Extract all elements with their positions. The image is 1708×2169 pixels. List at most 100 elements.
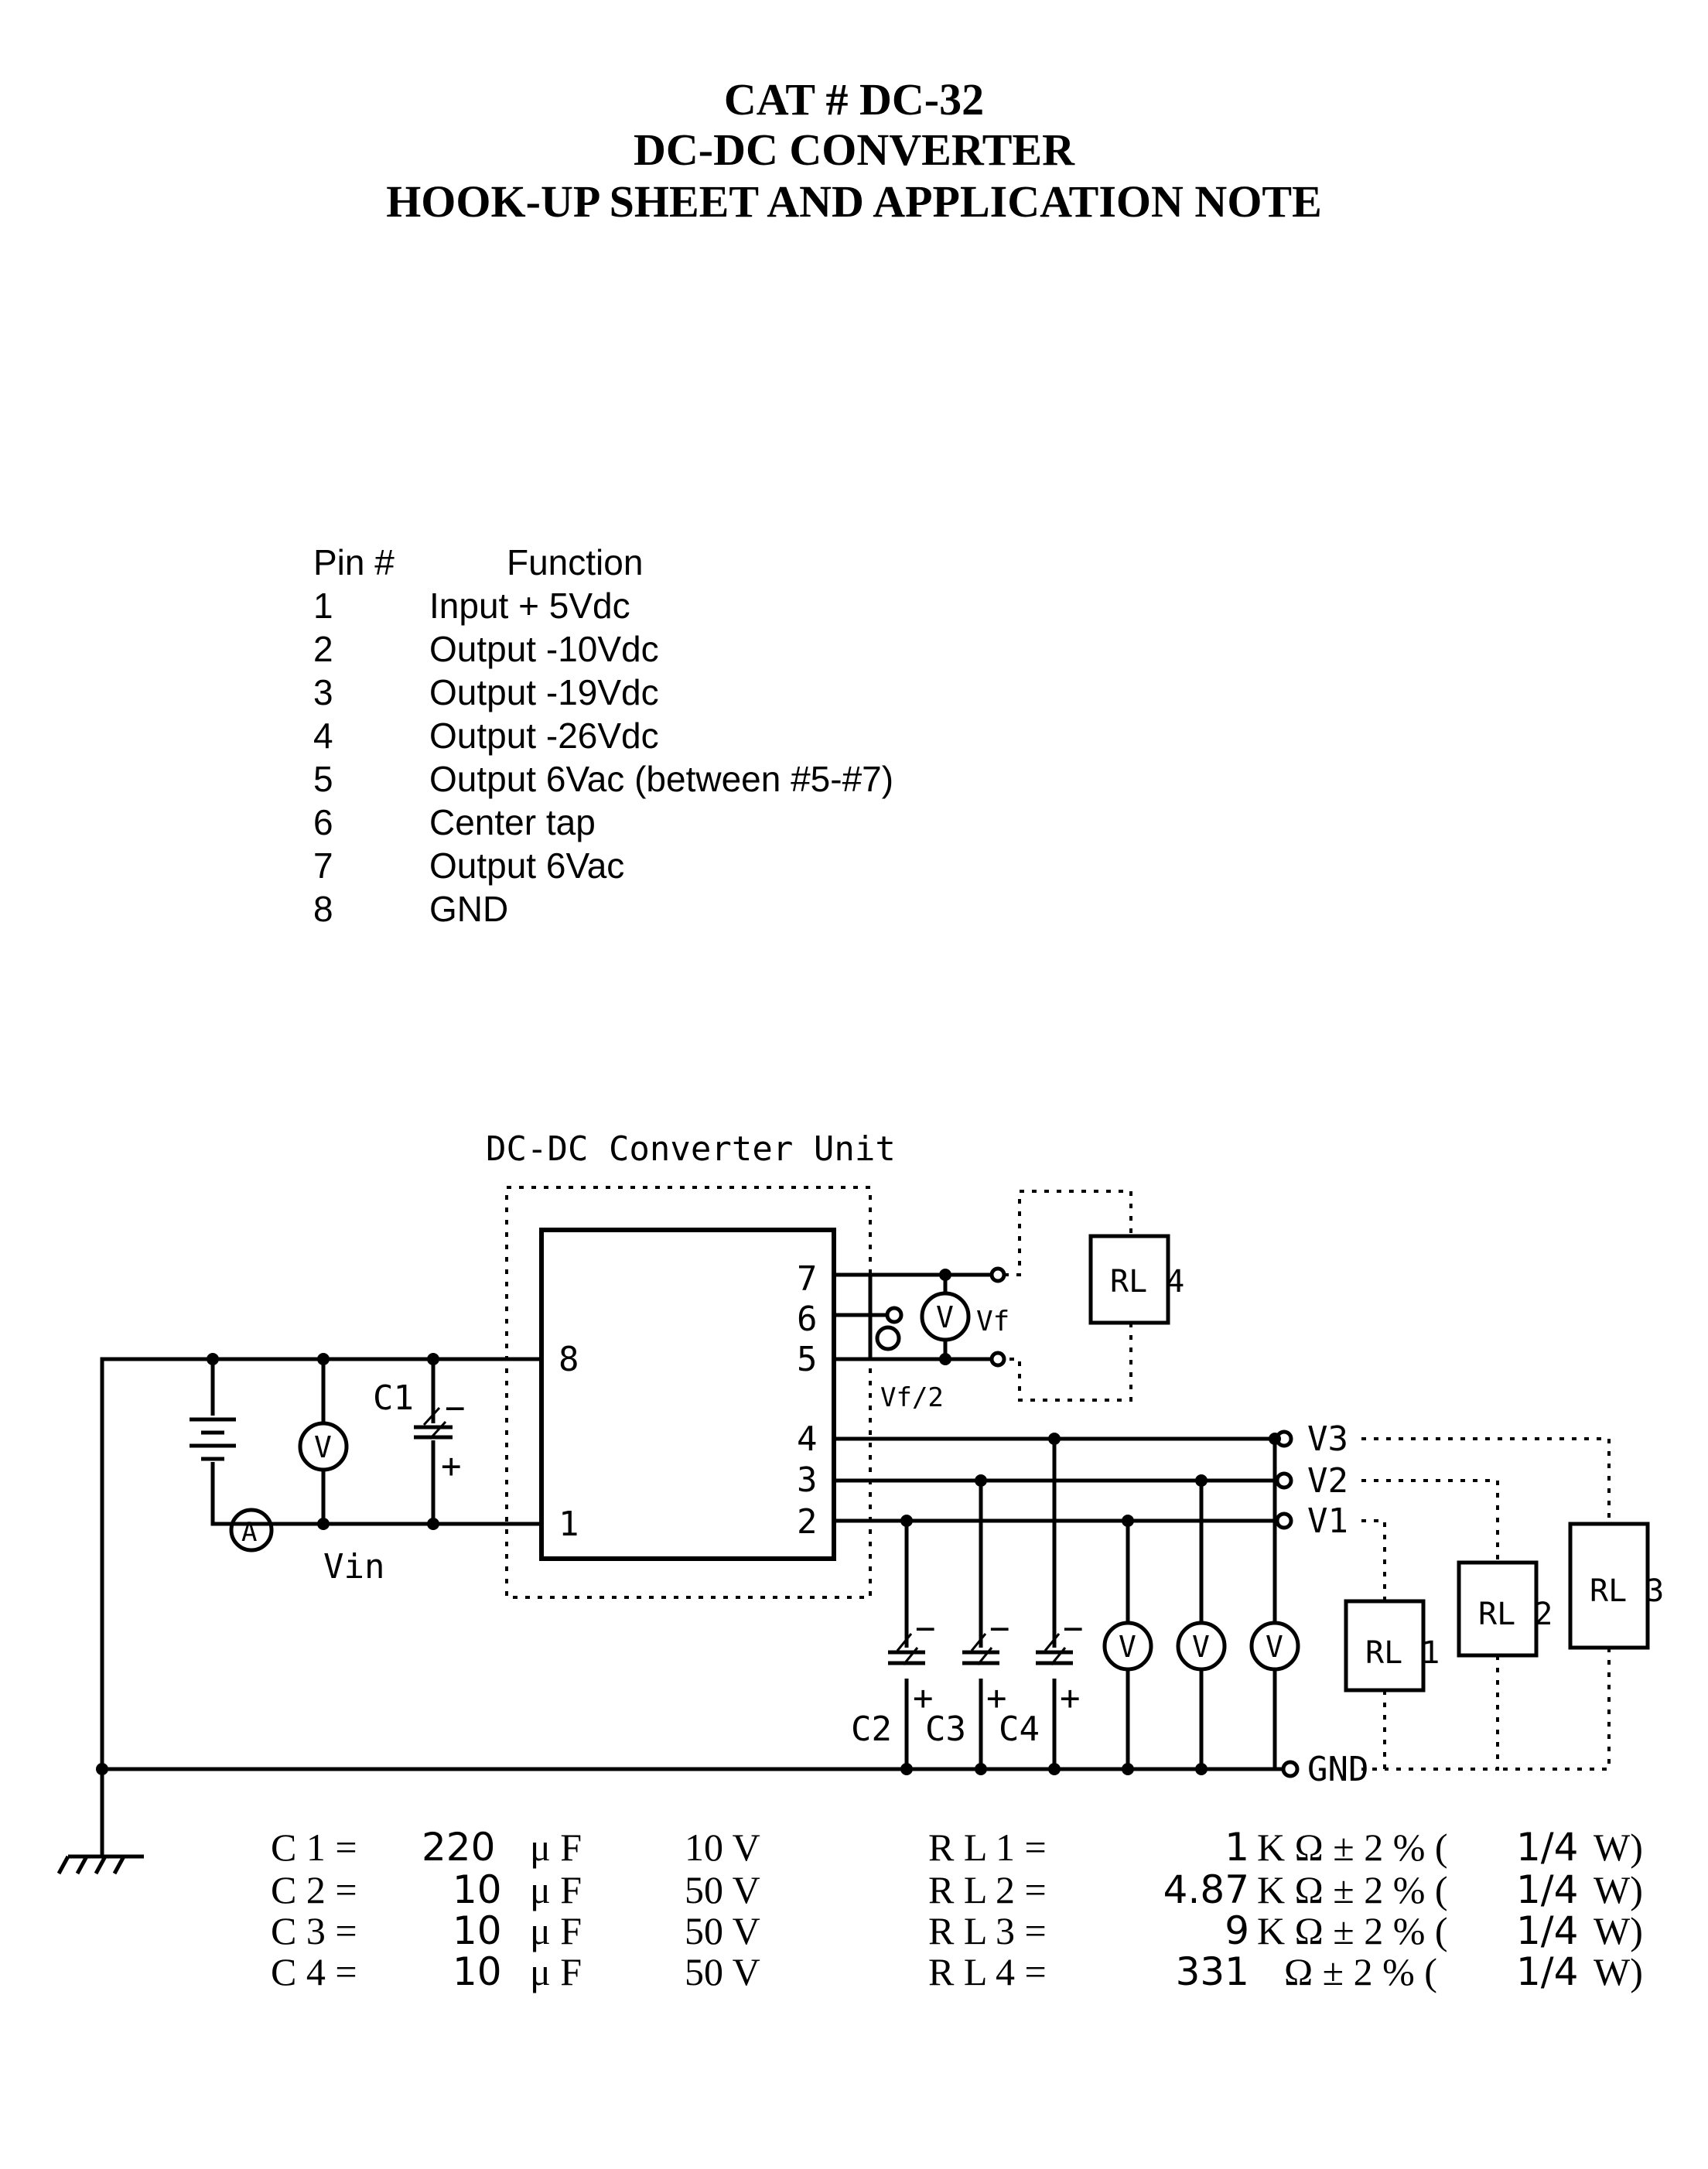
junction-dot [975,1763,987,1775]
vf-half-meter-symbol [875,1325,901,1351]
gnd-label: GND [1307,1750,1368,1789]
title-line-3: HOOK-UP SHEET AND APPLICATION NOTE [386,176,1322,227]
c4-value: 10 [453,1949,502,1994]
ammeter-symbol [229,1508,274,1552]
pin-number: 6 [313,802,333,842]
c3-plus: + [986,1679,1007,1718]
pin-function: Output 6Vac [429,845,625,886]
rl2-spec: K Ω ± 2 % ( [1257,1868,1448,1911]
pin-function: Output 6Vac (between #5-#7) [429,759,894,799]
rl3-power-unit: W) [1594,1909,1643,1952]
c2-c4-plates [888,1650,1073,1665]
terminal-v1 [1275,1511,1293,1530]
terminal-pin6 [885,1306,904,1324]
pin-column-header: Pin # [313,542,395,582]
rl1-label: RL 1 [1365,1635,1440,1671]
c2-value: 10 [453,1867,502,1912]
vin-voltmeter-label: V [314,1430,332,1464]
vf-half-label: Vf/2 [880,1382,944,1413]
rl1-box [1344,1599,1426,1693]
terminal-pin5 [989,1351,1006,1368]
pin-function: GND [429,889,509,929]
rl3-value: 9 [1225,1908,1249,1953]
c4-rating: 50 V [685,1950,760,1993]
pin-number: 2 [313,629,333,669]
rl4-value: 331 [1176,1949,1249,1994]
pin-number: 1 [313,586,333,626]
pin-label-8: 8 [559,1340,579,1379]
pin-label-6: 6 [797,1300,818,1339]
c2-label: C2 [851,1710,892,1749]
ammeter-label: A [241,1517,257,1548]
v1-label: V1 [1307,1501,1348,1541]
pin-label-3: 3 [797,1460,818,1500]
vin-voltmeter-symbol [298,1421,349,1472]
rl4-label: RL 4 [1110,1264,1184,1300]
rl1-power: 1/4 [1516,1825,1578,1870]
rl3-power: 1/4 [1516,1908,1578,1953]
c1-plus: + [441,1447,462,1486]
pin-function: Center tap [429,802,596,842]
junction-dot [317,1518,330,1530]
title-line-2: DC-DC CONVERTER [634,125,1074,175]
vin-label: Vin [323,1547,384,1587]
rl1-value: 1 [1225,1825,1249,1870]
c1-value: 220 [422,1825,495,1870]
c3-name: C 3 = [271,1909,357,1952]
terminal-pin7 [989,1266,1006,1283]
pin-number: 7 [313,845,333,886]
function-column-header: Function [507,542,644,582]
title-line-1: CAT # DC-32 [723,74,985,125]
rl2-power-unit: W) [1594,1868,1643,1911]
c4-label: C4 [999,1710,1040,1749]
rl2-name: R L 2 = [928,1868,1047,1911]
c4-plus: + [1060,1679,1081,1718]
junction-dot [1195,1474,1208,1487]
earth-ground-symbol [56,1771,144,1875]
c4-unit: μ F [530,1950,582,1993]
c2-name: C 2 = [271,1868,357,1911]
voltmeter-v1-symbol [1102,1621,1153,1672]
capacitor-hatches [896,1633,1067,1665]
converter-unit-outline [505,1186,872,1599]
voltmeter-v3-label: V [1266,1630,1283,1664]
junction-dot [317,1353,330,1365]
pin-label-4: 4 [797,1419,818,1459]
c3-minus: − [989,1609,1010,1648]
voltmeter-v3-symbol [1249,1621,1300,1672]
rl4-spec: Ω ± 2 % ( [1284,1950,1437,1993]
pin-number: 4 [313,716,333,756]
c3-unit: μ F [530,1909,582,1952]
junction-dot [427,1353,439,1365]
rl2-value: 4.87 [1163,1867,1249,1912]
pin-function: Input + 5Vdc [429,586,630,626]
c4-minus: − [1063,1609,1084,1648]
junction-dot [1269,1433,1281,1445]
battery-symbol [190,1359,236,1526]
pin-number: 5 [313,759,333,799]
rl1-name: R L 1 = [928,1826,1047,1869]
junction-dot [900,1515,913,1527]
v2-label: V2 [1307,1461,1348,1501]
junction-dot [207,1353,219,1365]
wire-pin8 [100,1357,541,1771]
c1-minus: − [445,1389,466,1428]
c2-plus: + [913,1679,934,1718]
rl3-name: R L 3 = [928,1909,1047,1952]
rl2-box [1457,1560,1539,1658]
rl4-dotted-connection [1004,1190,1132,1402]
c3-value: 10 [453,1908,502,1953]
junction-dot [1122,1763,1134,1775]
pin-label-2: 2 [797,1502,818,1542]
c2-minus: − [915,1609,936,1648]
vf-label: Vf [976,1306,1009,1337]
junction-dot [96,1763,108,1775]
v3-label: V3 [1307,1419,1348,1459]
vf-voltmeter-symbol [920,1291,971,1342]
rl2-label: RL 2 [1478,1597,1553,1632]
c1-name: C 1 = [271,1826,357,1869]
pin-function: Output -10Vdc [429,629,659,669]
junction-dot [1195,1763,1208,1775]
pin-label-7: 7 [797,1259,818,1299]
